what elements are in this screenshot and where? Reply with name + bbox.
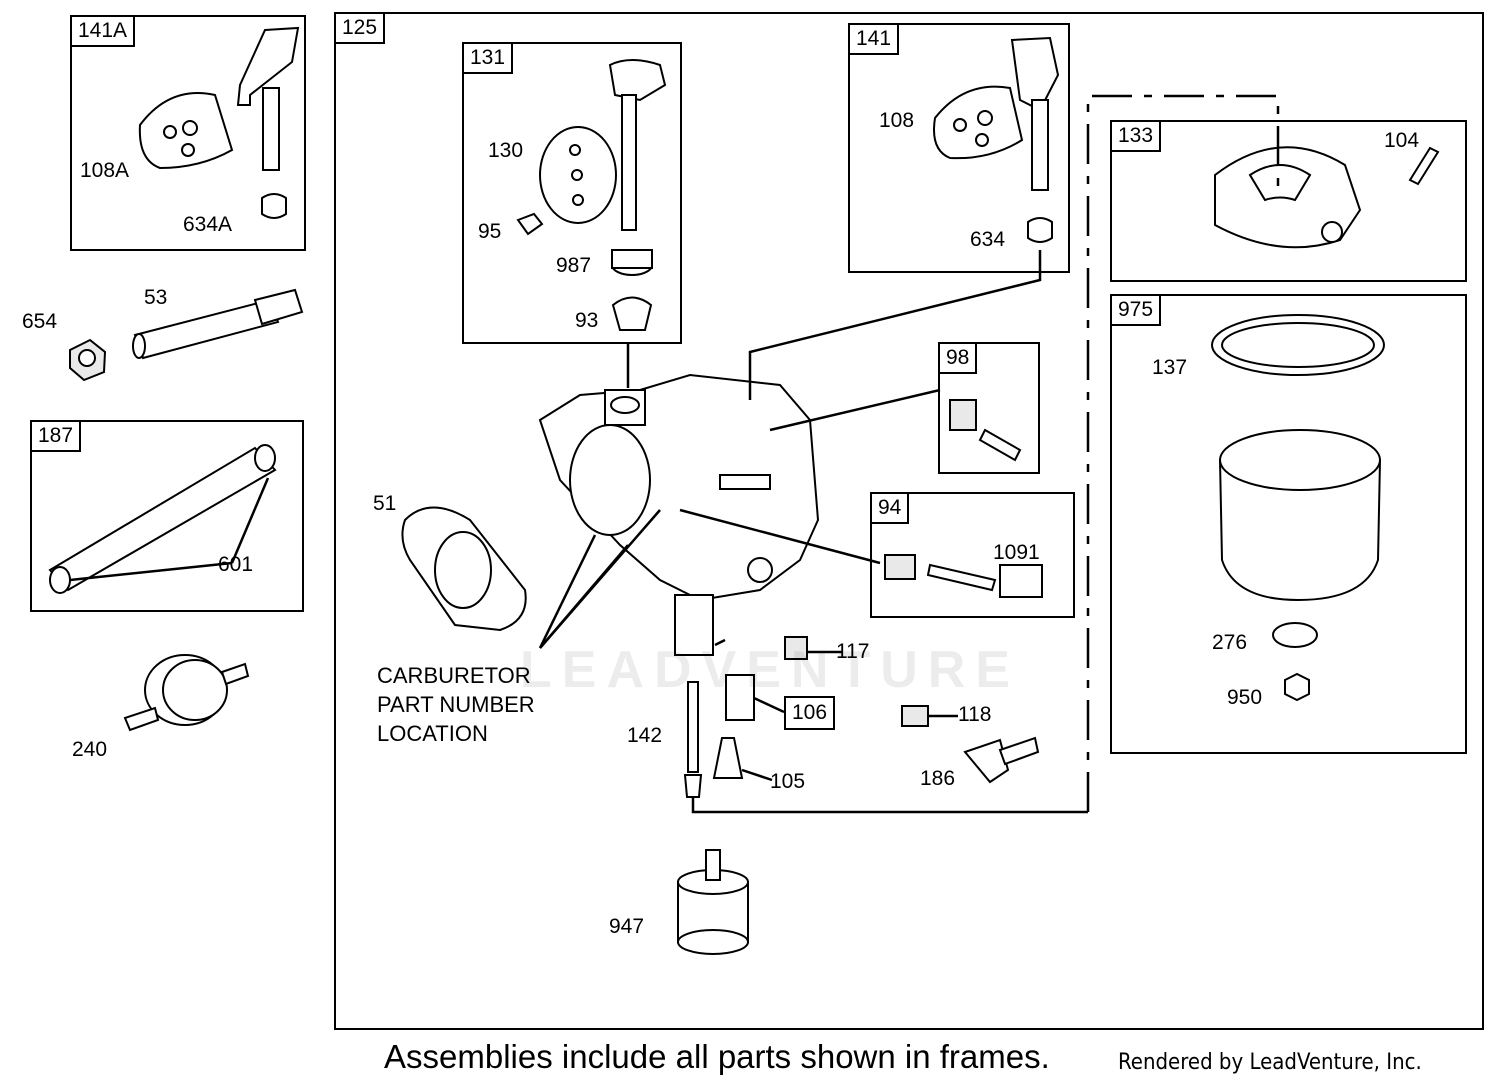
callout-53: 53 — [144, 286, 168, 309]
callout-108: 108 — [879, 109, 915, 132]
callout-51: 51 — [373, 492, 397, 515]
callout-106: 106 — [784, 696, 836, 730]
callout-108A: 108A — [80, 159, 130, 182]
frame-label-141A: 141A — [70, 15, 136, 47]
fitting-53-drawing — [132, 288, 304, 360]
frame-131: 131 — [462, 42, 682, 344]
callout-634A: 634A — [183, 213, 233, 236]
leader-lines — [538, 250, 1088, 814]
callout-117: 117 — [836, 640, 870, 663]
lower-small-parts-drawing — [683, 636, 1040, 798]
frame-label-125: 125 — [334, 12, 386, 44]
carburetor-body-drawing — [538, 373, 820, 656]
fuel-line-187-drawing — [48, 444, 277, 594]
idle-screw-98-drawing — [949, 399, 1022, 462]
nut-654-drawing — [69, 338, 107, 382]
footer-assemblies-note: Assemblies include all parts shown in fr… — [384, 1038, 1050, 1075]
frame-label-98: 98 — [938, 342, 978, 374]
frame-133: 133 — [1110, 120, 1467, 282]
assembly-bracket-line — [1086, 94, 1280, 812]
carburetor-part-number-note: CARBURETOR PART NUMBER LOCATION — [377, 663, 535, 746]
callout-634: 634 — [970, 228, 1006, 251]
gasket-51-drawing — [401, 506, 527, 632]
callout-118: 118 — [958, 703, 992, 726]
callout-987: 987 — [556, 254, 592, 277]
mixture-screw-94-drawing — [884, 554, 1043, 598]
callout-240: 240 — [72, 738, 108, 761]
frame-141A: 141A — [70, 15, 306, 251]
watermark: LEADVENTURE — [520, 641, 1021, 699]
frame-label-975: 975 — [1110, 294, 1162, 326]
callout-950: 950 — [1227, 686, 1263, 709]
frame-label-141: 141 — [848, 23, 900, 55]
float-133-drawing — [1214, 146, 1440, 249]
callout-104: 104 — [1384, 129, 1420, 152]
callout-137: 137 — [1152, 356, 1188, 379]
frame-label-187: 187 — [30, 420, 82, 452]
frame-975: 975 — [1110, 294, 1467, 754]
frame-label-133: 133 — [1110, 120, 1162, 152]
throttle-shaft-141-drawing — [933, 36, 1060, 243]
frame-125: 125 — [334, 12, 1484, 1030]
footer-credit: Rendered by LeadVenture, Inc. — [1118, 1050, 1422, 1075]
frame-187: 187 — [30, 420, 304, 612]
choke-shaft-131-drawing — [516, 59, 667, 331]
callout-142: 142 — [627, 724, 663, 747]
frame-94: 94 — [870, 492, 1075, 618]
callout-1091: 1091 — [993, 541, 1040, 564]
frame-141: 141 — [848, 23, 1070, 273]
fuel-filter-240-drawing — [123, 654, 250, 732]
solenoid-947-drawing — [677, 849, 749, 955]
callout-130: 130 — [488, 139, 524, 162]
frame-label-131: 131 — [462, 42, 514, 74]
callout-276: 276 — [1212, 631, 1248, 654]
callout-186: 186 — [920, 767, 956, 790]
callout-654: 654 — [22, 310, 58, 333]
callout-93: 93 — [575, 309, 599, 332]
callout-95: 95 — [478, 220, 502, 243]
float-bowl-975-drawing — [1211, 314, 1385, 702]
frame-label-94: 94 — [870, 492, 910, 524]
callout-947: 947 — [609, 915, 645, 938]
throttle-shaft-141A-drawing — [138, 26, 300, 219]
callout-105: 105 — [770, 770, 806, 793]
frame-98: 98 — [938, 342, 1040, 474]
callout-601: 601 — [218, 553, 254, 576]
